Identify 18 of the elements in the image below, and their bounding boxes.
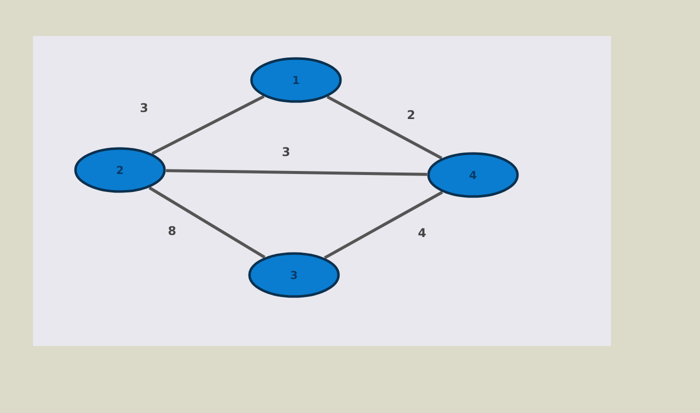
edge-line — [151, 95, 265, 155]
node-label: 1 — [292, 74, 300, 86]
node-ellipse — [250, 57, 342, 103]
node-label: 4 — [469, 168, 477, 182]
node-label: 3 — [290, 268, 298, 282]
edge-label: 8 — [166, 224, 178, 238]
edge-line — [326, 96, 442, 160]
edge-line — [148, 186, 266, 259]
edge-label: 4 — [416, 226, 428, 240]
node-ellipse — [427, 152, 519, 198]
edge-label: 3 — [280, 145, 292, 159]
node-ellipse — [248, 252, 340, 298]
node-label: 2 — [116, 164, 124, 176]
edge-line — [324, 190, 444, 260]
edge-label: 2 — [404, 108, 418, 122]
edge-label: 3 — [138, 101, 150, 115]
node-ellipse — [74, 147, 166, 193]
edge-line — [166, 169, 428, 176]
